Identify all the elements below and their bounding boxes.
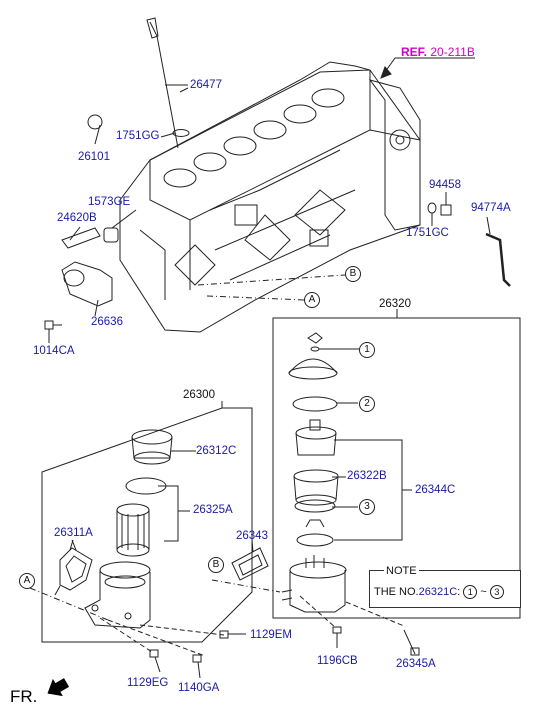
- part-1140GA[interactable]: 1140GA: [178, 682, 220, 694]
- front-label: FR.: [10, 687, 38, 706]
- part-1751GC[interactable]: 1751GC: [406, 227, 449, 239]
- part-1751GG[interactable]: 1751GG: [116, 130, 160, 142]
- callout-1: 1: [359, 342, 375, 358]
- part-26636[interactable]: 26636: [91, 316, 123, 328]
- note-callout-from: 1: [463, 585, 478, 599]
- pipe: [485, 232, 511, 287]
- note-dash: ~: [480, 585, 487, 598]
- part-26345A[interactable]: 26345A: [396, 658, 436, 670]
- part-1129EG[interactable]: 1129EG: [127, 677, 169, 689]
- note-callout-to: 3: [489, 585, 504, 599]
- part-1129EM[interactable]: 1129EM: [250, 629, 292, 641]
- part-94458[interactable]: 94458: [429, 179, 461, 191]
- part-1014CA[interactable]: 1014CA: [33, 345, 75, 357]
- callout-B-bottom: B: [208, 557, 224, 573]
- reference-label[interactable]: REF. 20-211B: [401, 46, 475, 58]
- callout-A-top: A: [304, 292, 320, 308]
- part-1196CB[interactable]: 1196CB: [317, 655, 358, 667]
- front-arrow: [47, 678, 70, 697]
- note-part[interactable]: 26321C: [418, 585, 458, 598]
- callout-3: 3: [359, 499, 375, 515]
- callout-A-bottom: A: [19, 573, 35, 589]
- part-26311A[interactable]: 26311A: [54, 527, 93, 539]
- part-26343[interactable]: 26343: [236, 530, 268, 542]
- note-box: NOTE THE NO.26321C: 1 ~ 3: [369, 565, 521, 608]
- part-26344C[interactable]: 26344C: [415, 484, 456, 496]
- part-94774A[interactable]: 94774A: [471, 202, 511, 214]
- reference-value: 20-211B: [430, 45, 475, 59]
- reference-prefix: REF.: [401, 45, 428, 59]
- oil-filter-module-frame: [41, 407, 253, 643]
- note-prefix: THE NO.: [374, 585, 419, 598]
- part-24620B[interactable]: 24620B: [57, 212, 97, 224]
- part-26312C[interactable]: 26312C: [196, 445, 237, 457]
- note-title: NOTE: [384, 565, 419, 577]
- part-1573GE[interactable]: 1573GE: [88, 196, 131, 208]
- callout-B-top: B: [345, 266, 361, 282]
- part-26322B[interactable]: 26322B: [347, 470, 387, 482]
- part-26320[interactable]: 26320: [379, 298, 411, 310]
- part-26325A[interactable]: 26325A: [193, 504, 233, 516]
- note-body: THE NO.26321C: 1 ~ 3: [374, 585, 504, 599]
- filter-assembly-frame: [272, 317, 521, 619]
- part-26300[interactable]: 26300: [183, 389, 215, 401]
- note-sep: :: [457, 585, 461, 598]
- part-26101[interactable]: 26101: [78, 151, 110, 163]
- part-26477[interactable]: 26477: [190, 79, 222, 91]
- callout-2: 2: [359, 396, 375, 412]
